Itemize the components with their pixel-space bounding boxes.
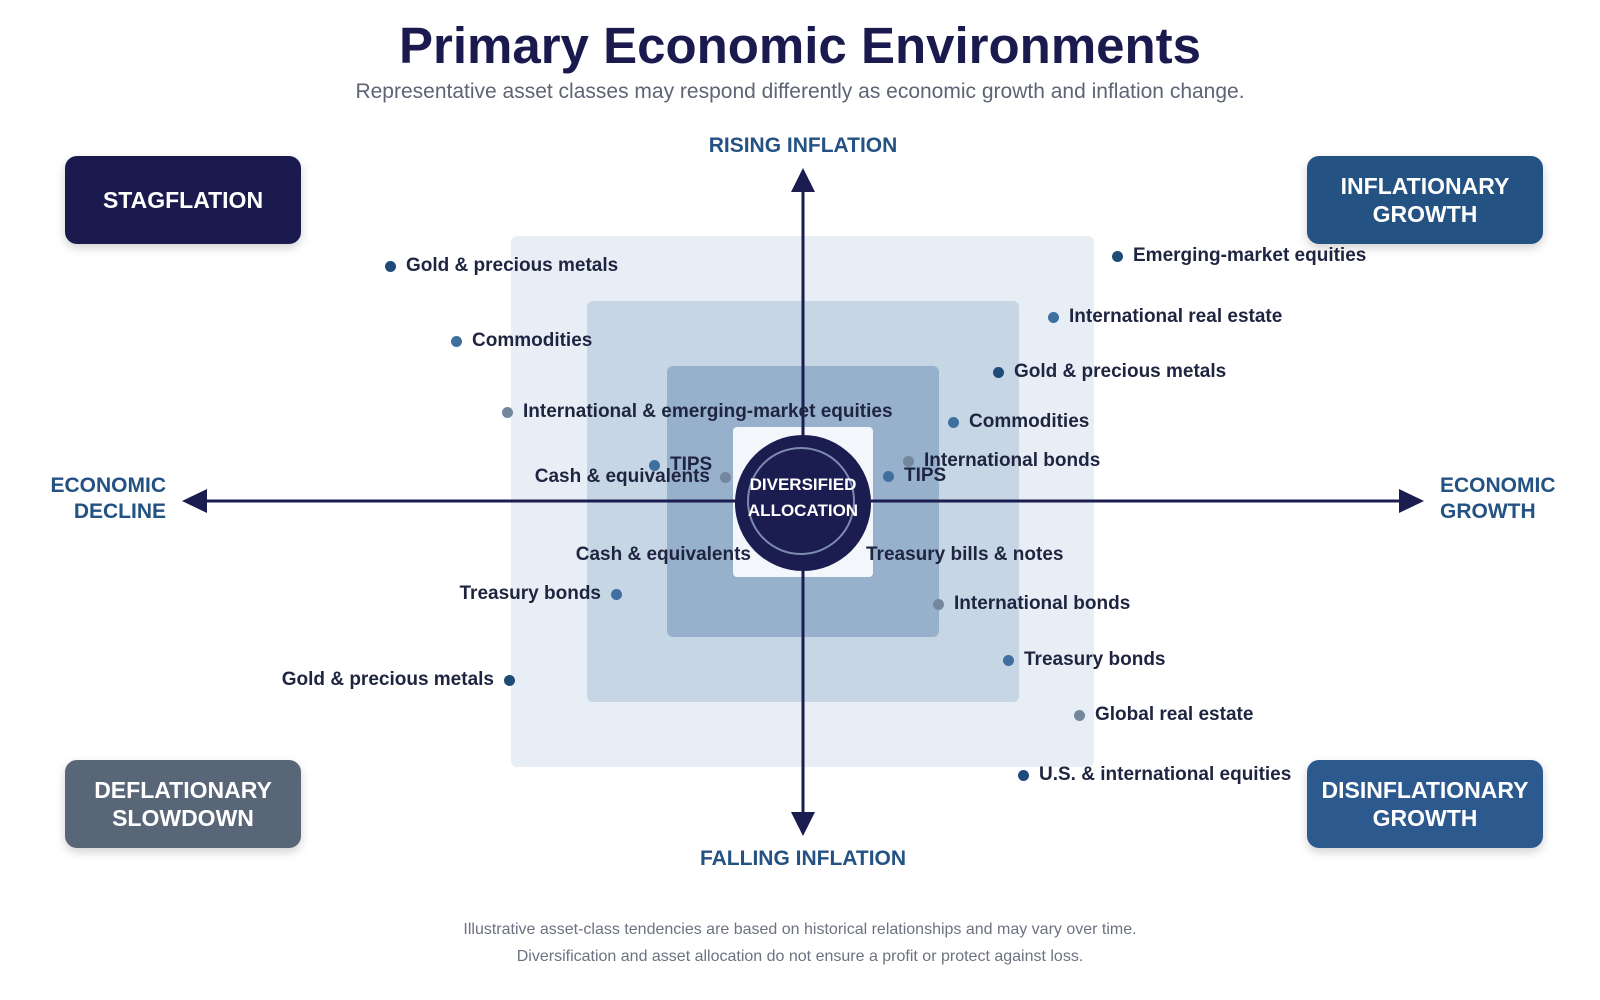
quadrant-disinflationary-growth: DISINFLATIONARY GROWTH <box>1307 760 1543 848</box>
asset-infl-tips: TIPS <box>883 464 946 488</box>
quadrant-inflationary-growth: INFLATIONARY GROWTH <box>1307 156 1543 244</box>
axis-label-rising-inflation: RISING INFLATION <box>708 134 898 157</box>
asset-dot <box>883 470 894 482</box>
asset-label: Gold & precious metals <box>406 255 619 276</box>
quadrant-stagflation-label: STAGFLATION <box>102 187 264 213</box>
asset-disi-treasury-bonds: Treasury bonds <box>1003 648 1166 672</box>
asset-infl-commodities: Commodities <box>948 410 1089 434</box>
asset-label: TIPS <box>904 465 947 486</box>
asset-label: Commodities <box>969 411 1090 432</box>
page-subtitle: Representative asset classes may respond… <box>355 80 1245 103</box>
asset-dot <box>611 588 622 600</box>
asset-dot <box>1048 311 1059 323</box>
asset-label: Emerging-market equities <box>1133 245 1367 266</box>
asset-dot <box>1112 250 1123 262</box>
up-arrowhead <box>791 168 815 192</box>
asset-label: International bonds <box>954 593 1131 614</box>
asset-label: Gold & precious metals <box>1014 361 1227 382</box>
asset-label: Commodities <box>472 330 593 351</box>
axis-label-falling-inflation: FALLING INFLATION <box>699 847 907 870</box>
asset-stagflation-tips: TIPS <box>649 453 712 477</box>
down-arrowhead <box>791 812 815 836</box>
asset-disi-treasury-bills: Treasury bills & notes <box>866 543 1063 567</box>
asset-infl-gold: Gold & precious metals <box>993 360 1226 384</box>
asset-dot <box>933 598 944 610</box>
asset-label: International & emerging-market equities <box>523 401 893 422</box>
asset-dot <box>649 459 660 471</box>
center-ring <box>747 447 855 555</box>
asset-label: Cash & equivalents <box>575 544 751 565</box>
asset-disi-us-intl-equities: U.S. & international equities <box>1018 763 1291 787</box>
asset-infl-em-equities: Emerging-market equities <box>1112 244 1366 268</box>
asset-defl-cash: Cash & equivalents <box>576 543 751 567</box>
asset-label: Gold & precious metals <box>281 669 494 690</box>
asset-label: U.S. & international equities <box>1039 764 1292 785</box>
quadrant-deflationary-slowdown-label: DEFLATIONARY SLOWDOWN <box>94 777 272 831</box>
center-circle: DIVERSIFIED ALLOCATION <box>735 435 871 571</box>
asset-stagflation-commodities: Commodities <box>451 329 592 353</box>
asset-dot <box>720 471 731 483</box>
quadrant-inflationary-growth-label: INFLATIONARY GROWTH <box>1340 173 1510 227</box>
asset-label: Treasury bills & notes <box>866 544 1064 565</box>
asset-disi-global-real-estate: Global real estate <box>1074 703 1253 727</box>
asset-label: Global real estate <box>1095 704 1254 725</box>
asset-infl-intl-bonds: International bonds <box>903 449 1100 473</box>
asset-label: TIPS <box>670 454 713 475</box>
right-arrowhead <box>1399 489 1424 513</box>
asset-dot <box>451 335 462 347</box>
asset-dot <box>1018 769 1029 781</box>
axis-label-economic-growth: ECONOMIC GROWTH <box>1440 474 1556 523</box>
center-label: DIVERSIFIED ALLOCATION <box>747 475 859 520</box>
asset-label: Treasury bonds <box>1024 649 1166 670</box>
asset-stagflation-intl-em-equities: International & emerging-market equities <box>502 400 893 424</box>
footnote-line-1: Illustrative asset-class tendencies are … <box>463 921 1137 938</box>
quadrant-deflationary-slowdown: DEFLATIONARY SLOWDOWN <box>65 760 301 848</box>
asset-defl-treasury-bonds: Treasury bonds <box>459 582 622 606</box>
asset-stagflation-gold: Gold & precious metals <box>385 254 618 278</box>
asset-defl-gold: Gold & precious metals <box>282 668 515 692</box>
asset-infl-intl-real-estate: International real estate <box>1048 305 1282 329</box>
asset-dot <box>504 674 515 686</box>
asset-dot <box>903 455 914 467</box>
asset-label: International bonds <box>924 450 1101 471</box>
asset-dot <box>502 406 513 418</box>
asset-dot <box>993 366 1004 378</box>
asset-label: Treasury bonds <box>459 583 602 604</box>
quadrant-disinflationary-growth-label: DISINFLATIONARY GROWTH <box>1321 777 1529 831</box>
footnote-line-2: Diversification and asset allocation do … <box>516 948 1084 965</box>
asset-label: International real estate <box>1069 306 1283 327</box>
quadrant-stagflation: STAGFLATION <box>65 156 301 244</box>
asset-stagflation-cash: Cash & equivalents <box>535 465 731 489</box>
left-arrowhead <box>182 489 207 513</box>
asset-dot <box>385 260 396 272</box>
page-title: Primary Economic Environments <box>398 17 1202 74</box>
asset-dot <box>948 416 959 428</box>
asset-dot <box>1003 654 1014 666</box>
asset-disi-intl-bonds: International bonds <box>933 592 1130 616</box>
asset-label: Cash & equivalents <box>534 466 710 487</box>
asset-dot <box>1074 709 1085 721</box>
axis-label-economic-decline: ECONOMIC DECLINE <box>50 474 167 523</box>
